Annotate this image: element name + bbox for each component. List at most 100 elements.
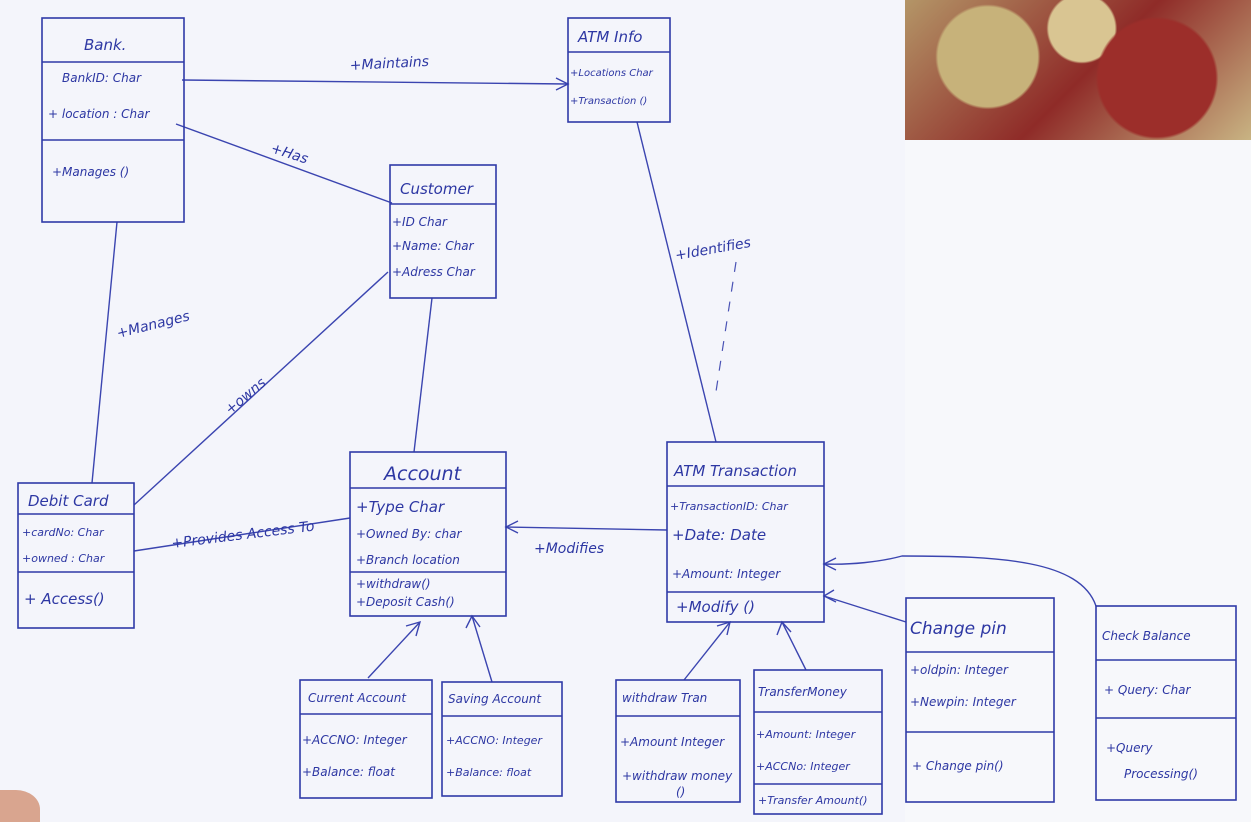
class-attribute: +Owned By: char	[356, 527, 462, 541]
class-title: Debit Card	[28, 492, 109, 510]
class-account: Account +Type Char +Owned By: char +Bran…	[349, 451, 507, 617]
relation-lines	[91, 77, 1097, 683]
class-operation: Processing()	[1124, 767, 1198, 781]
current-generalization-line	[367, 621, 421, 679]
class-attribute: +owned : Char	[22, 552, 106, 565]
identifies-label: +Identifies	[674, 235, 752, 264]
class-title: Account	[382, 463, 463, 485]
saving-generalization-line	[471, 615, 493, 683]
class-title: Change pin	[910, 619, 1007, 639]
class-debit-card: Debit Card +cardNo: Char +owned : Char +…	[17, 482, 135, 629]
class-box	[905, 597, 1055, 803]
class-title: ATM Info	[577, 28, 642, 46]
class-operation: + Change pin()	[912, 759, 1004, 773]
saving-generalization-arrowhead	[465, 614, 481, 629]
class-attribute: +ACCNO: Integer	[302, 733, 408, 747]
class-operation: +withdraw()	[356, 577, 431, 591]
class-operation: +withdraw money	[622, 769, 733, 783]
class-attribute: +TransactionID: Char	[670, 500, 789, 513]
class-box	[349, 451, 507, 617]
class-box	[753, 669, 883, 815]
class-change-pin: Change pin +oldpin: Integer +Newpin: Int…	[905, 597, 1055, 803]
class-atm-info: ATM Info +Locations Char +Transaction ()	[567, 17, 671, 123]
class-attribute: +Date: Date	[672, 526, 766, 544]
class-box	[389, 164, 497, 299]
class-transfer-money: TransferMoney +Amount: Integer +ACCNo: I…	[753, 669, 883, 815]
class-attribute: +ID Char	[392, 215, 448, 229]
class-bank: Bank. BankID: Char + location : Char +Ma…	[41, 17, 185, 223]
changepin-generalization-line	[823, 595, 907, 623]
class-operation: ()	[676, 785, 685, 799]
class-title: withdraw Tran	[622, 691, 707, 705]
class-attribute: +Transaction ()	[570, 96, 647, 107]
modifies-label: +Modifies	[534, 541, 604, 557]
paper-sheet-right	[878, 140, 1251, 822]
owns-label: +owns	[222, 375, 269, 418]
class-title: Customer	[400, 180, 474, 198]
class-title: Bank.	[84, 36, 126, 54]
customer-account-line	[413, 297, 433, 453]
transfer-generalization-arrowhead	[776, 620, 792, 636]
maintains-line	[181, 79, 569, 85]
class-attribute: +Amount: Integer	[672, 567, 781, 581]
class-box	[666, 441, 825, 623]
class-attribute: +Type Char	[356, 498, 445, 516]
class-attribute: +Newpin: Integer	[910, 695, 1017, 709]
class-attribute: BankID: Char	[62, 71, 142, 85]
transfer-generalization-line	[781, 621, 807, 671]
checkbalance-generalization-line	[823, 555, 1097, 607]
manages-label: +Manages	[115, 308, 191, 342]
class-attribute: +Branch location	[356, 553, 460, 567]
finger	[0, 790, 40, 822]
class-operation: +Deposit Cash()	[356, 595, 455, 609]
class-atm-transaction: ATM Transaction +TransactionID: Char +Da…	[666, 441, 825, 623]
provides-access-label: +Provides Access To	[171, 519, 316, 552]
identifies-line	[636, 121, 717, 443]
owns-line	[133, 271, 389, 506]
class-attribute: + Query: Char	[1104, 683, 1192, 697]
modifies-line	[505, 526, 668, 531]
has-line	[175, 123, 393, 204]
maintains-label: +Maintains	[349, 54, 429, 74]
class-operation: +Manages ()	[52, 165, 129, 179]
background-fabric	[875, 0, 1251, 142]
identifies-dashed-line	[714, 261, 737, 399]
class-attribute: + location : Char	[48, 107, 150, 121]
class-box	[441, 681, 563, 797]
class-attribute: +cardNo: Char	[22, 526, 105, 539]
manages-line	[91, 221, 118, 484]
current-generalization-arrowhead	[405, 620, 422, 637]
class-attribute: +Name: Char	[392, 239, 475, 253]
class-attribute: +Balance: float	[302, 765, 396, 779]
class-title: Check Balance	[1102, 629, 1191, 643]
class-attribute: +Balance: float	[446, 766, 532, 779]
has-label: +Has	[269, 141, 310, 168]
class-title: Saving Account	[448, 692, 542, 706]
class-withdraw-tran: withdraw Tran +Amount Integer +withdraw …	[615, 679, 741, 803]
class-title: Current Account	[308, 691, 407, 705]
class-attribute: +oldpin: Integer	[910, 663, 1009, 677]
class-box	[1095, 605, 1237, 801]
class-title: ATM Transaction	[673, 462, 797, 480]
class-check-balance: Check Balance + Query: Char +Query Proce…	[1095, 605, 1237, 801]
class-attribute: +Locations Char	[570, 68, 654, 79]
class-attribute: +Adress Char	[392, 265, 476, 279]
class-box	[299, 679, 433, 799]
class-attribute: +ACCNO: Integer	[446, 734, 543, 747]
class-current-account: Current Account +ACCNO: Integer +Balance…	[299, 679, 433, 799]
class-operation: +Modify ()	[676, 598, 755, 616]
class-box	[615, 679, 741, 803]
provides-access-line	[133, 517, 351, 552]
class-box	[567, 17, 671, 123]
class-attribute: +Amount Integer	[620, 735, 725, 749]
class-operation: +Query	[1106, 741, 1153, 755]
class-customer: Customer +ID Char +Name: Char +Adress Ch…	[389, 164, 497, 299]
class-attribute: +ACCNo: Integer	[756, 760, 851, 773]
withdraw-generalization-line	[683, 621, 731, 681]
class-title: TransferMoney	[758, 685, 848, 699]
class-operation: + Access()	[24, 590, 105, 608]
class-box	[17, 482, 135, 629]
class-attribute: +Amount: Integer	[756, 728, 857, 741]
class-saving-account: Saving Account +ACCNO: Integer +Balance:…	[441, 681, 563, 797]
